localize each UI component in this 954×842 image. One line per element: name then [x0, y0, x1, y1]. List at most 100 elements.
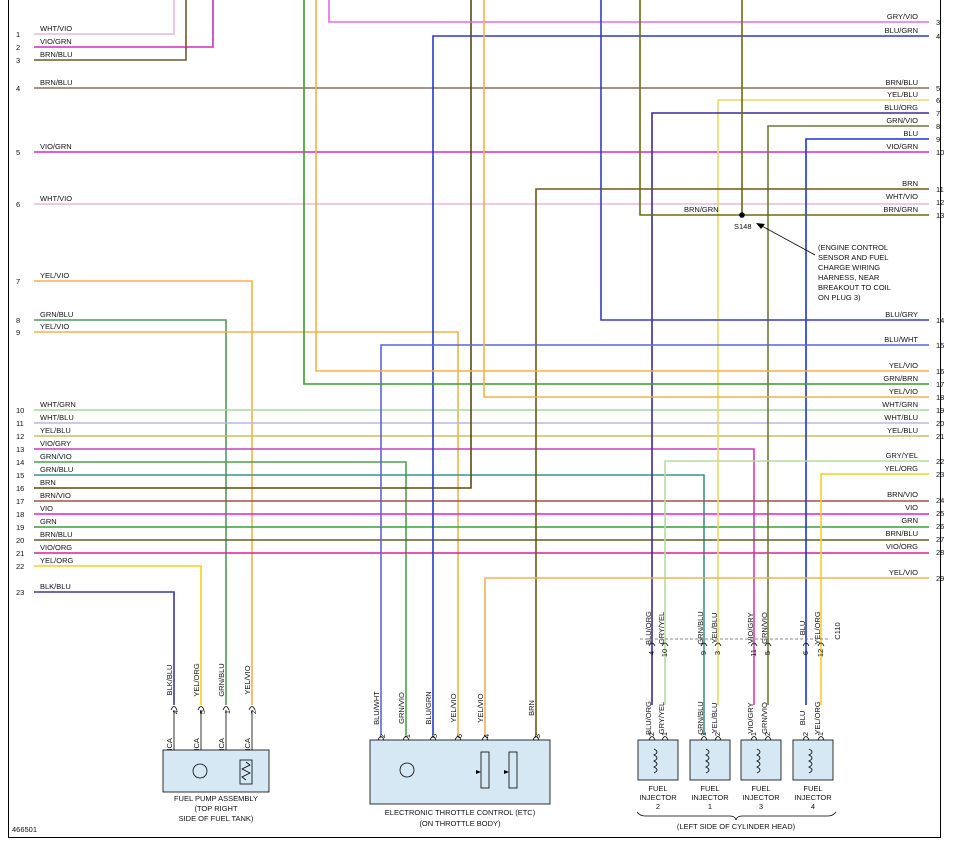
fuel-pump-pin: 4 [171, 710, 180, 714]
injector-wire-label: GRN/VIO [760, 702, 769, 734]
c110-pin-mark [817, 642, 825, 647]
right-wire-number: 28 [936, 548, 944, 557]
left-wire-22 [34, 565, 202, 705]
left-wire-label: WHT/VIO [40, 194, 72, 203]
right-wire-number: 9 [936, 135, 940, 144]
wire-r15 [380, 344, 929, 735]
right-wire-label: YEL/VIO [889, 568, 918, 577]
c110-wire-label: GRN/VIO [760, 612, 769, 644]
left-wire-13 [34, 448, 755, 705]
left-wire-label: YEL/VIO [40, 322, 69, 331]
left-wire-label: YEL/VIO [40, 271, 69, 280]
right-wire-label: YEL/VIO [889, 361, 918, 370]
etc-motor [399, 762, 415, 778]
fuel-pump-wire-label: YEL/ORG [192, 663, 201, 697]
left-wire-label: VIO/GRN [40, 142, 72, 151]
wire-r6 [717, 99, 929, 705]
injector-sub: INJECTOR [794, 793, 832, 802]
injector-pin-mark [661, 736, 669, 741]
wire-r11 [535, 188, 929, 735]
fuel-pump-sub2: SIDE OF FUEL TANK) [179, 814, 254, 823]
wire-r7 [651, 112, 929, 705]
left-wire-number: 21 [16, 549, 24, 558]
injector-wire-label: YEL/ORG [813, 701, 822, 735]
wire-r8 [767, 125, 929, 705]
fuel-pump-pin-mark [170, 706, 178, 711]
right-wire-number: 15 [936, 341, 944, 350]
right-wire-number: 10 [936, 148, 944, 157]
right-wire-number: 19 [936, 406, 944, 415]
c110-pin-mark [764, 642, 772, 647]
fuel-pump-wire-label: BLK/BLU [165, 665, 174, 696]
right-wire-number: 18 [936, 393, 944, 402]
fuel-pump-nca: NCA [165, 738, 174, 754]
left-wire-9 [34, 331, 459, 735]
injector-pin: 2 [801, 732, 810, 736]
injector-number: 1 [708, 802, 712, 811]
etc-tps-wiper [476, 770, 481, 774]
injector-pin: 1 [699, 732, 708, 736]
c110-pin-mark [802, 642, 810, 647]
c110-wire-label: YEL/ORG [813, 611, 822, 645]
right-wire-number: 23 [936, 470, 944, 479]
injector-coil [756, 748, 761, 774]
left-wire-number: 10 [16, 406, 24, 415]
injector-pin-mark [764, 736, 772, 741]
injector-wire-label: YEL/BLU [710, 703, 719, 734]
etc-wire-label: BRN [527, 700, 536, 716]
right-wire-number: 21 [936, 432, 944, 441]
injector-pin-mark [750, 736, 758, 741]
left-wire-16 [34, 0, 472, 489]
injector-pin: 2 [647, 732, 656, 736]
etc-box [369, 739, 551, 805]
c110-pin: 5 [763, 651, 772, 655]
etc-wire-label: GRN/VIO [397, 692, 406, 724]
left-wire-number: 20 [16, 536, 24, 545]
c110-pin-mark [661, 642, 669, 647]
right-wire-label: GRN [901, 516, 918, 525]
fuel-pump-wire-label: GRN/BLU [217, 663, 226, 696]
right-wire-label: BLU/GRY [885, 310, 918, 319]
injector-box [792, 739, 834, 781]
right-wire-label: VIO/ORG [886, 542, 918, 551]
left-wire-number: 15 [16, 471, 24, 480]
splice-dot [739, 212, 745, 218]
wire-r18 [483, 0, 929, 398]
right-wire-number: 13 [936, 211, 944, 220]
left-wire-label: BRN/BLU [40, 78, 73, 87]
left-wire-1 [34, 0, 175, 35]
fuel-pump-pin-mark [197, 706, 205, 711]
right-wire-number: 20 [936, 419, 944, 428]
splice-leader [759, 224, 816, 256]
right-wire-number: 17 [936, 380, 944, 389]
injector-sub: INJECTOR [639, 793, 677, 802]
c110-pin-mark [714, 642, 722, 647]
fuel-pump-title: FUEL PUMP ASSEMBLY [174, 794, 258, 803]
components-layer [162, 212, 837, 821]
wires-layer [34, 0, 929, 799]
right-wire-label: WHT/GRN [882, 400, 918, 409]
right-wire-number: 5 [936, 84, 940, 93]
left-wire-label: GRN/BLU [40, 465, 73, 474]
injector-box [740, 739, 782, 781]
injector-wire-label: BLU/ORG [644, 701, 653, 735]
injector-sub: INJECTOR [742, 793, 780, 802]
injector-title: FUEL [700, 784, 719, 793]
etc-wire-label: YEL/VIO [449, 693, 458, 722]
left-wire-number: 6 [16, 200, 20, 209]
right-wire-label: GRY/YEL [886, 451, 918, 460]
etc-pin-mark [402, 736, 410, 741]
fuel-pump-box [162, 749, 270, 793]
injector-coil [808, 748, 813, 774]
left-wire-number: 7 [16, 277, 20, 286]
right-wire-number: 7 [936, 109, 940, 118]
right-wire-number: 16 [936, 367, 944, 376]
injector-wire-label: GRY/YEL [657, 702, 666, 734]
etc-wire-label: YEL/VIO [476, 693, 485, 722]
right-wire-label: BRN/BLU [885, 529, 918, 538]
left-wire-label: BRN [40, 478, 56, 487]
right-wire-label: YEL/BLU [887, 90, 918, 99]
injector-box [637, 739, 679, 781]
etc-pin-mark [532, 736, 540, 741]
